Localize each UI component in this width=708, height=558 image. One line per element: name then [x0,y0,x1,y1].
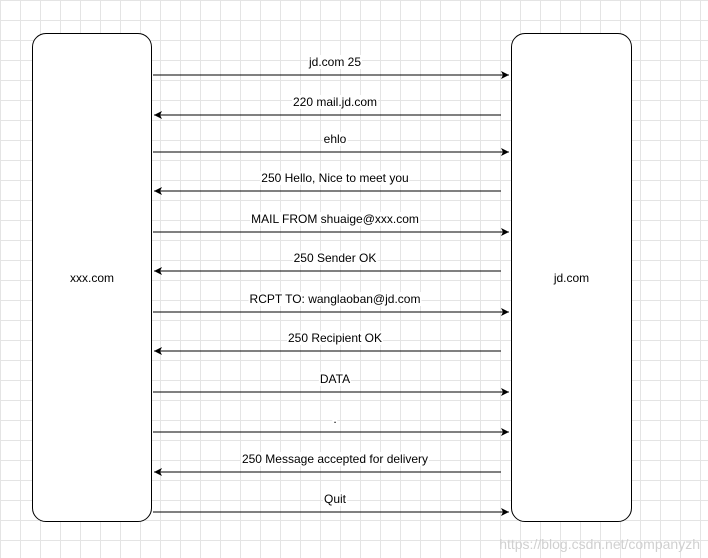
message-label-11: 250 Message accepted for delivery [240,452,430,466]
message-label-8: 250 Recipient OK [286,331,384,345]
message-label-6: 250 Sender OK [292,251,378,265]
message-label-7: RCPT TO: wanglaoban@jd.com [248,292,422,306]
message-label-9: DATA [318,372,352,386]
server-node-label: jd.com [553,270,590,285]
message-label-2: 220 mail.jd.com [291,95,379,109]
watermark-text: https://blog.csdn.net/companyzh [499,536,700,552]
server-node-jd-com: jd.com [511,33,632,522]
message-label-12: Quit [322,492,348,506]
message-label-5: MAIL FROM shuaige@xxx.com [250,212,420,226]
message-label-10: . [332,412,338,426]
client-node-xxx-com: xxx.com [32,33,152,522]
message-label-1: jd.com 25 [307,55,363,69]
client-node-label: xxx.com [69,270,114,285]
message-label-4: 250 Hello, Nice to meet you [260,171,410,185]
message-label-3: ehlo [322,132,348,146]
